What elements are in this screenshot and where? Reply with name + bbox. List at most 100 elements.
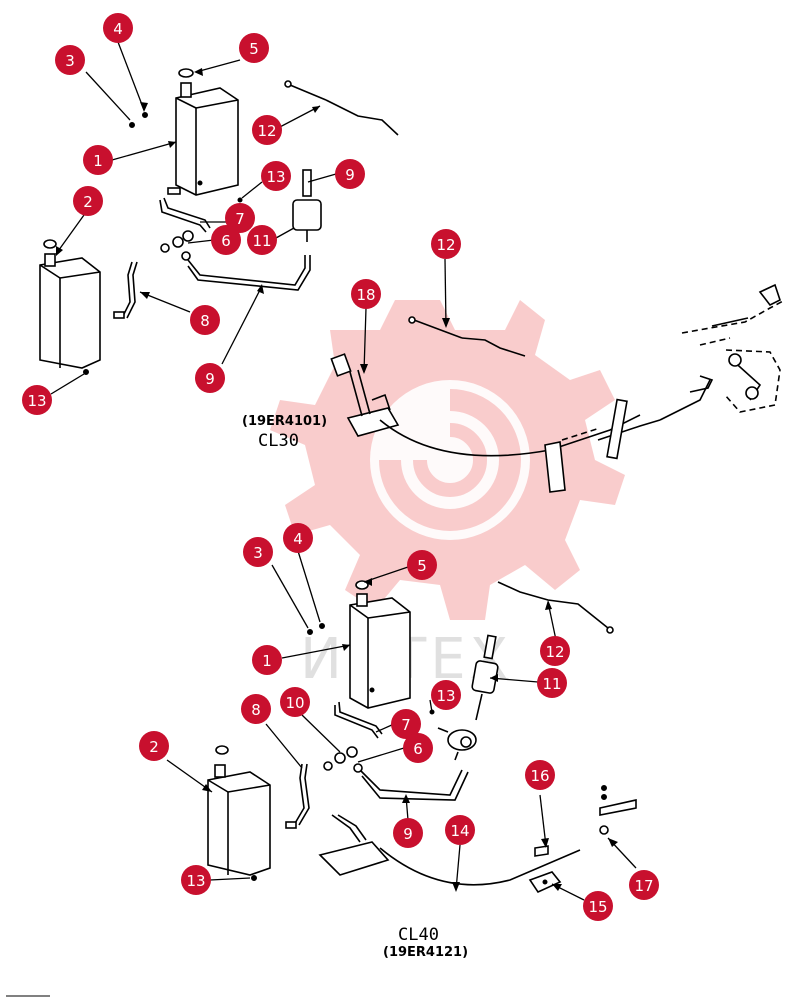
bottom-assembly-code: (19ER4121)	[383, 945, 468, 960]
callouts-cl30: 4 5 3 12 1 13 9 2 76 11 12 8 18 9 13	[22, 13, 461, 415]
cl40-callout-1: 1	[262, 652, 272, 670]
cl30-callout-9: 9	[205, 370, 215, 388]
cl30-callout-9-badge	[335, 159, 365, 189]
top-model-label: CL30	[258, 431, 299, 451]
cl30-callout-4-badge	[103, 13, 133, 43]
bracket-cl40	[528, 785, 637, 894]
cl40-callout-13-badge	[431, 680, 461, 710]
cl30-callout-8: 8	[200, 312, 210, 330]
cl40-callout-15-badge	[583, 891, 613, 921]
cl40-callout-16-badge	[525, 760, 555, 790]
cl40-callout-14: 14	[450, 822, 469, 840]
cl40-callout-2: 2	[149, 738, 159, 756]
cl30-callout-6: 6	[221, 232, 231, 250]
cl40-callout-13-badge	[181, 865, 211, 895]
cl40-callout-3: 3	[253, 544, 263, 562]
cl30-callout-13-badge	[22, 385, 52, 415]
cl40-callout-7: 7	[401, 716, 411, 734]
cl40-callout-11-badge	[537, 668, 567, 698]
washer-cl40	[319, 623, 325, 629]
screw-cl40	[307, 629, 313, 635]
top-assembly-code: (19ER4101)	[242, 414, 327, 429]
tank-upper-cl40	[349, 580, 411, 709]
screw-cl30	[129, 122, 135, 128]
cl40-callout-10-badge	[280, 687, 310, 717]
clip-cl30	[237, 197, 243, 203]
fuel-lines-cl30	[113, 187, 311, 319]
throttle-cable-upper-cl30	[284, 80, 399, 136]
cl30-callout-12: 12	[436, 236, 455, 254]
cl40-callout-3-badge	[243, 537, 273, 567]
tank-upper-cl30	[175, 68, 239, 196]
cl30-callout-9: 9	[345, 166, 355, 184]
cl30-callout-4: 4	[113, 20, 123, 38]
cl30-callout-12-badge	[431, 229, 461, 259]
cl40-callout-1-badge	[252, 645, 282, 675]
cl40-callout-13: 13	[186, 872, 205, 890]
cl40-callout-6-badge	[403, 733, 433, 763]
cl40-callout-9-badge	[393, 818, 423, 848]
cl40-callout-13: 13	[436, 687, 455, 705]
cl40-callout-7-badge	[391, 709, 421, 739]
tank-lower-cl40	[207, 745, 271, 881]
cl30-callout-13-badge	[261, 161, 291, 191]
cl30-callout-9-badge	[195, 363, 225, 393]
cl30-callout-6-badge	[211, 225, 241, 255]
cl40-callout-6: 6	[413, 740, 423, 758]
cl30-callout-3-badge	[55, 45, 85, 75]
cl30-callout-7: 7	[235, 210, 245, 228]
throttle-cable-lower-cl30	[408, 316, 526, 357]
throttle-cable-upper-cl40	[497, 581, 614, 634]
cl40-callout-10: 10	[285, 694, 304, 712]
watermark-gear-logo	[270, 300, 625, 620]
cl40-callout-15: 15	[588, 898, 607, 916]
cl40-callout-17-badge	[629, 870, 659, 900]
cl30-assembly: (19ER4101) CL30	[39, 68, 786, 493]
cl40-callout-14-badge	[445, 815, 475, 845]
cl30-callout-5-badge	[239, 33, 269, 63]
linkage-cl30	[544, 283, 786, 493]
fittings-cl30	[160, 230, 194, 261]
cl30-callout-11-badge	[247, 225, 277, 255]
cl40-callout-12-badge	[540, 636, 570, 666]
washer-cl30	[142, 112, 148, 118]
fuel-filter-cl30	[292, 169, 322, 242]
cl30-callout-13: 13	[27, 392, 46, 410]
cl30-callout-1-badge	[83, 145, 113, 175]
cl40-callout-16: 16	[530, 767, 549, 785]
cl30-callout-7-badge	[225, 203, 255, 233]
fittings-cl40	[323, 746, 363, 773]
cl30-callout-18: 18	[356, 286, 375, 304]
leader-arrows	[56, 68, 618, 892]
cl40-callout-9: 9	[403, 825, 413, 843]
cl30-callout-8-badge	[190, 305, 220, 335]
cl40-assembly: CL40 (19ER4121)	[207, 580, 637, 960]
cl30-callout-12: 12	[257, 122, 276, 140]
tank-lower-cl30	[39, 239, 101, 375]
cl40-callout-8-badge	[241, 694, 271, 724]
cl30-callout-12-badge	[252, 115, 282, 145]
cl40-callout-8: 8	[251, 701, 261, 719]
cl40-callout-5: 5	[417, 557, 427, 575]
fuel-filter-cl40	[471, 634, 499, 721]
cl30-callout-2: 2	[83, 193, 93, 211]
bottom-model-label: CL40	[398, 925, 439, 945]
cl40-callout-5-badge	[407, 550, 437, 580]
cl30-callout-2-badge	[73, 186, 103, 216]
cl30-callout-3: 3	[65, 52, 75, 70]
cl30-callout-11: 11	[252, 232, 271, 250]
cl40-callout-17: 17	[634, 877, 653, 895]
cl30-callout-5: 5	[249, 40, 259, 58]
cl40-callout-4: 4	[293, 530, 303, 548]
cl40-callout-2-badge	[139, 731, 169, 761]
cl40-callout-12: 12	[545, 643, 564, 661]
throttle-pedal-cl40	[318, 814, 581, 886]
cl40-callout-11: 11	[542, 675, 561, 693]
fuel-lines-cl40	[285, 701, 469, 829]
cl30-callout-1: 1	[93, 152, 103, 170]
cl30-callout-13: 13	[266, 168, 285, 186]
cl30-callout-18-badge	[351, 279, 381, 309]
callouts-cl40: 3 4 5 1 12 11 13 10 8 2 76 16 9 14 17 13 15	[139, 523, 659, 921]
